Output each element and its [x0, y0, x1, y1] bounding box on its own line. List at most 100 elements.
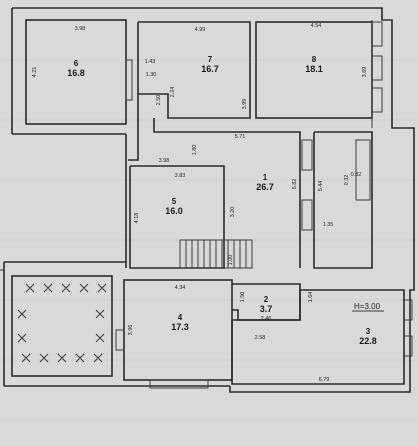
dim-1-64: 1.64: [308, 292, 314, 303]
room-3-outline: [231, 289, 405, 385]
dim-1-80: 1.80: [192, 145, 198, 156]
svg-text:18.1: 18.1: [305, 64, 323, 74]
svg-text:4.34: 4.34: [175, 285, 186, 291]
svg-text:4.99: 4.99: [195, 27, 206, 33]
windows-right: [115, 21, 413, 357]
svg-text:7: 7: [208, 55, 213, 64]
room-3-number: 3: [366, 327, 371, 336]
svg-text:1: 1: [263, 173, 268, 182]
room-7-outline: [137, 21, 251, 119]
dim-1-50: 1.50: [240, 292, 246, 303]
dim-3-69: 3.69: [362, 67, 368, 78]
svg-text:4.21: 4.21: [32, 67, 38, 78]
dim-4-34: 4.34: [175, 285, 186, 291]
room-3-area: 22.8: [359, 336, 377, 346]
right-room-outline: [313, 131, 373, 269]
dim-6-79: 6.79: [319, 377, 330, 383]
svg-text:8: 8: [312, 55, 317, 64]
corridor-wall: [128, 94, 139, 161]
svg-text:5.71: 5.71: [235, 134, 246, 140]
svg-text:H=3.00: H=3.00: [354, 302, 381, 311]
dim-0-32-b: 0.32: [351, 172, 362, 178]
svg-text:1.35: 1.35: [323, 222, 334, 228]
svg-text:16.0: 16.0: [165, 206, 183, 216]
yard-hatching: [17, 283, 107, 363]
dim-3-96: 3.96: [128, 325, 134, 336]
svg-text:3.7: 3.7: [260, 304, 273, 314]
dim-1-00: 1.00: [228, 255, 234, 266]
svg-text:2.50: 2.50: [156, 95, 162, 106]
dim-3-99: 3.99: [242, 99, 248, 110]
dim-4-99: 4.99: [195, 27, 206, 33]
svg-text:5.44: 5.44: [318, 181, 324, 192]
svg-text:0.32: 0.32: [351, 172, 362, 178]
background-grid: [0, 59, 418, 421]
dim-5-44: 5.44: [318, 181, 324, 192]
room-5-area: 16.0: [165, 206, 183, 216]
svg-text:5: 5: [172, 197, 177, 206]
dim-2-58: 2.58: [255, 335, 266, 341]
dim-2-46: 2.46: [261, 316, 272, 322]
dim-2-24: 2.24: [170, 87, 176, 98]
dim-4-54: 4.54: [311, 23, 322, 29]
yard-outline: [11, 275, 113, 377]
room-6-number: 6: [74, 59, 79, 68]
room-2-area: 3.7: [260, 304, 273, 314]
svg-text:2: 2: [264, 295, 269, 304]
svg-text:3.98: 3.98: [75, 26, 86, 32]
svg-text:1.30: 1.30: [146, 72, 157, 78]
dim-3-83: 3.83: [175, 173, 186, 179]
svg-text:5.82: 5.82: [292, 179, 298, 190]
dim-4-21: 4.21: [32, 67, 38, 78]
room-6-area: 16.8: [67, 68, 85, 78]
room-1-area: 26.7: [256, 182, 274, 192]
dimension-labels: 3.98 4.21 4.99 4.54 1.43 1.30 3.99 3.69 …: [32, 23, 368, 383]
dim-2-50: 2.50: [156, 95, 162, 106]
svg-text:16.8: 16.8: [67, 68, 85, 78]
svg-text:3.83: 3.83: [175, 173, 186, 179]
svg-text:0.32: 0.32: [344, 175, 350, 186]
svg-text:26.7: 26.7: [256, 182, 274, 192]
svg-text:2.58: 2.58: [255, 335, 266, 341]
stairs: [179, 239, 253, 269]
svg-text:2.24: 2.24: [170, 87, 176, 98]
svg-text:4: 4: [178, 313, 183, 322]
dim-0-32-a: 0.32: [344, 175, 350, 186]
dim-5-82: 5.82: [292, 179, 298, 190]
svg-text:4.54: 4.54: [311, 23, 322, 29]
dim-3-98-mid: 3.98: [159, 158, 170, 164]
svg-text:3.96: 3.96: [128, 325, 134, 336]
svg-text:1.50: 1.50: [240, 292, 246, 303]
svg-text:6: 6: [74, 59, 79, 68]
svg-text:1.43: 1.43: [145, 59, 156, 65]
room-5-number: 5: [172, 197, 177, 206]
room-4-area: 17.3: [171, 322, 189, 332]
svg-text:1.00: 1.00: [228, 255, 234, 266]
dim-5-71: 5.71: [235, 134, 246, 140]
room-1-wall: [153, 118, 301, 268]
room-4-number: 4: [178, 313, 183, 322]
svg-text:3.99: 3.99: [242, 99, 248, 110]
room-7-area: 16.7: [201, 64, 219, 74]
room-7-number: 7: [208, 55, 213, 64]
svg-text:1.64: 1.64: [308, 292, 314, 303]
steps-bottom: [149, 379, 209, 389]
room-1-number: 1: [263, 173, 268, 182]
svg-text:2.46: 2.46: [261, 316, 272, 322]
dim-1-35: 1.35: [323, 222, 334, 228]
svg-text:17.3: 17.3: [171, 322, 189, 332]
room-labels: 6 16.8 7 16.7 8 18.1 1 26.7 5 16.0 4 17.…: [67, 55, 377, 346]
room-8-number: 8: [312, 55, 317, 64]
dim-3-20: 3.20: [230, 207, 236, 218]
room-8-area: 18.1: [305, 64, 323, 74]
svg-text:3.98: 3.98: [159, 158, 170, 164]
dim-1-43: 1.43: [145, 59, 156, 65]
svg-text:1.80: 1.80: [192, 145, 198, 156]
ceiling-height-label: H=3.00: [354, 302, 381, 311]
dim-4-18: 4.18: [134, 213, 140, 224]
svg-text:22.8: 22.8: [359, 336, 377, 346]
svg-text:6.79: 6.79: [319, 377, 330, 383]
svg-text:3: 3: [366, 327, 371, 336]
svg-text:4.18: 4.18: [134, 213, 140, 224]
